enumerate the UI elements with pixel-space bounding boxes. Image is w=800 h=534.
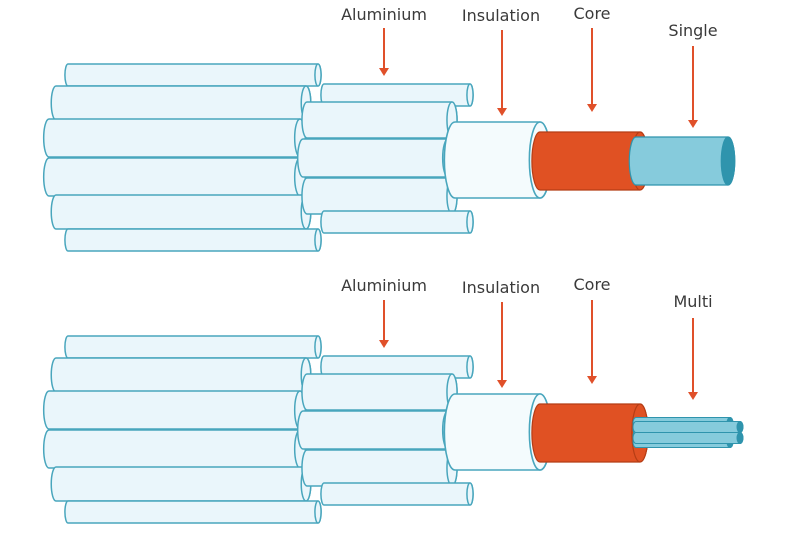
multi-conductor-strand (632, 432, 744, 444)
aluminium-strand (296, 138, 455, 178)
aluminium-strand (42, 157, 307, 197)
aluminium-strand (50, 85, 312, 121)
label-aluminium-top: Aluminium (341, 5, 427, 24)
arrow-insulation-bottom (497, 302, 507, 388)
aluminium-strand (320, 210, 474, 234)
aluminium-strand (64, 228, 322, 252)
aluminium-strand (320, 355, 474, 379)
label-aluminium-bottom: Aluminium (341, 276, 427, 295)
aluminium-strand (50, 466, 312, 502)
label-insulation-bottom: Insulation (462, 278, 540, 297)
core (531, 403, 649, 463)
arrow-single (688, 46, 698, 128)
aluminium-strand (301, 449, 458, 487)
single-conductor (628, 136, 736, 186)
label-single: Single (668, 21, 717, 40)
arrow-multi (688, 318, 698, 400)
aluminium-strand (64, 500, 322, 524)
aluminium-strand (301, 373, 458, 411)
arrow-core-top (587, 28, 597, 112)
aluminium-strand (64, 335, 322, 359)
aluminium-strand (42, 390, 307, 430)
arrow-aluminium-top (379, 28, 389, 76)
aluminium-strand (301, 101, 458, 139)
label-core-top: Core (573, 4, 610, 23)
cable-single (42, 63, 736, 252)
label-core-bottom: Core (573, 275, 610, 294)
arrow-aluminium-bottom (379, 300, 389, 348)
label-multi: Multi (673, 292, 712, 311)
label-insulation-top: Insulation (462, 6, 540, 25)
aluminium-strand (42, 118, 307, 158)
aluminium-strand (50, 194, 312, 230)
aluminium-strand (50, 357, 312, 393)
aluminium-strand (320, 482, 474, 506)
multi-conductor-strand (632, 421, 744, 433)
aluminium-strand (301, 177, 458, 215)
aluminium-strand (320, 83, 474, 107)
aluminium-strand (42, 429, 307, 469)
cable-multi (42, 335, 744, 524)
aluminium-strand (64, 63, 322, 87)
aluminium-strand (296, 410, 455, 450)
arrow-core-bottom (587, 300, 597, 384)
arrow-insulation-top (497, 30, 507, 116)
